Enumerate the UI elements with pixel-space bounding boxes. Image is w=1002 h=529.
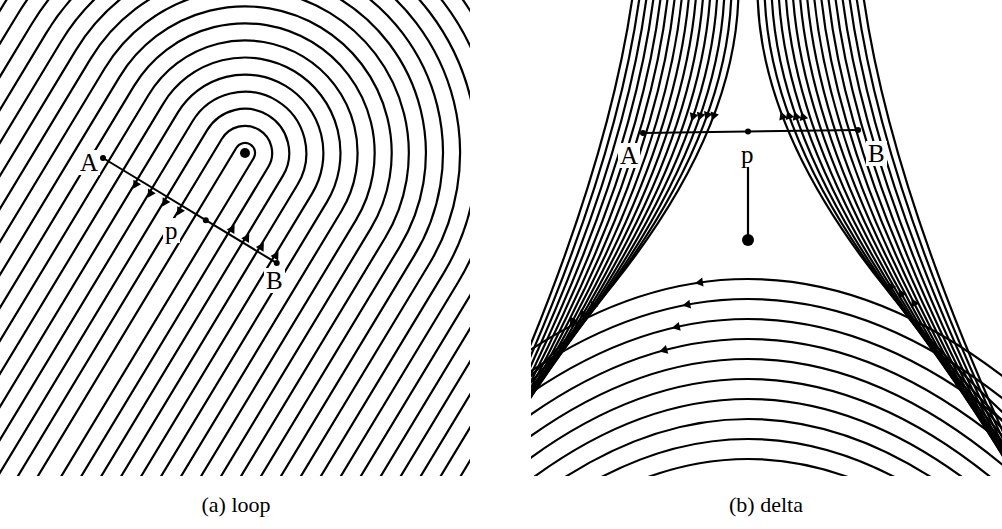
ridge-line (0, 0, 470, 476)
direction-arrowhead (570, 317, 578, 326)
ridge-line (0, 0, 470, 476)
direction-arrowhead (786, 111, 794, 120)
ridge-line (747, 165, 749, 240)
direction-arrowhead (800, 112, 809, 121)
ridge-line (531, 299, 1002, 476)
ridge-line (0, 0, 470, 476)
direction-arrowhead (148, 189, 156, 198)
direction-arrowhead (133, 180, 141, 189)
direction-arrowhead (227, 225, 235, 234)
ridge-line (0, 23, 375, 476)
ridge-line (531, 0, 648, 476)
direction-arrowhead (888, 282, 896, 291)
ridge-line (531, 359, 1002, 476)
ridge-line (0, 58, 340, 476)
direction-arrowhead (177, 206, 185, 215)
direction-arrowhead (580, 310, 588, 319)
ridge-line (0, 0, 470, 476)
panel-caption: (a) loop (201, 494, 270, 516)
point-label: B (264, 268, 285, 293)
ridge-line (0, 0, 470, 476)
ridge-line (0, 0, 409, 476)
point-label: p (163, 218, 180, 243)
ridge-line (0, 0, 470, 476)
ridge-line (758, 0, 1002, 476)
ridge-line (0, 0, 470, 476)
ridge-line (0, 40, 358, 476)
direction-arrowhead (682, 300, 691, 309)
ridge-line (531, 0, 676, 476)
direction-arrowhead (256, 243, 264, 252)
ridge-line (0, 0, 470, 476)
ridge-line (531, 439, 1002, 476)
ridge-line (0, 109, 289, 476)
point-label: B (866, 141, 887, 166)
ridge-line (0, 0, 470, 476)
point-dot (240, 148, 250, 158)
panel-caption: (b) delta (729, 494, 803, 516)
point-dot (274, 260, 280, 266)
ridge-line (0, 0, 470, 476)
direction-arrowhead (270, 251, 278, 260)
ridge-line (0, 92, 306, 476)
ridge-line (531, 0, 739, 476)
point-dot (745, 129, 751, 135)
direction-arrowhead (690, 112, 699, 121)
ridge-line (0, 0, 470, 476)
ridge-line (531, 399, 1002, 476)
ridge-line (531, 279, 1002, 476)
direction-arrowhead (711, 111, 719, 120)
point-label: A (78, 150, 100, 175)
direction-arrowhead (241, 234, 249, 243)
ridge-line (0, 0, 470, 476)
ridge-line (0, 0, 460, 476)
direction-arrowhead (162, 197, 170, 206)
point-label: p (739, 142, 756, 167)
ridge-line (842, 0, 1002, 476)
ridge-line (0, 0, 470, 476)
ridge-line (531, 0, 662, 476)
ridge-line (531, 419, 1002, 476)
point-dot (640, 130, 646, 136)
direction-arrowhead (793, 112, 801, 121)
direction-arrowhead (672, 322, 681, 331)
point-dot (203, 217, 209, 223)
ridge-line (0, 0, 470, 476)
direction-arrowhead (899, 289, 907, 298)
ridge-line (0, 75, 323, 476)
ridge-line (531, 459, 1002, 476)
ridge-line (0, 0, 443, 476)
direction-arrowhead (704, 111, 712, 120)
orientation-marks (100, 111, 919, 354)
ridge-line (0, 0, 470, 476)
direction-arrowhead (659, 345, 668, 354)
section-line (103, 158, 277, 263)
ridge-line (0, 0, 470, 476)
point-label: A (618, 143, 640, 168)
ridge-line (531, 379, 1002, 476)
direction-arrowhead (697, 112, 705, 121)
ridge-line (0, 0, 470, 476)
direction-arrowhead (911, 299, 919, 308)
ridge-line (531, 0, 655, 476)
ridge-line (0, 0, 470, 476)
ridge-line (0, 0, 470, 476)
ridge-line (0, 0, 470, 476)
ridge-line (531, 0, 732, 476)
point-dot (100, 155, 106, 161)
ridge-line (0, 0, 470, 476)
loop-ridges (0, 0, 470, 476)
direction-arrowhead (590, 301, 598, 310)
ridge-line (531, 0, 690, 476)
delta-ridges (531, 0, 1002, 476)
point-dot (742, 234, 754, 246)
direction-arrowhead (695, 278, 704, 287)
point-dot (855, 127, 861, 133)
ridge-line (531, 319, 1002, 476)
